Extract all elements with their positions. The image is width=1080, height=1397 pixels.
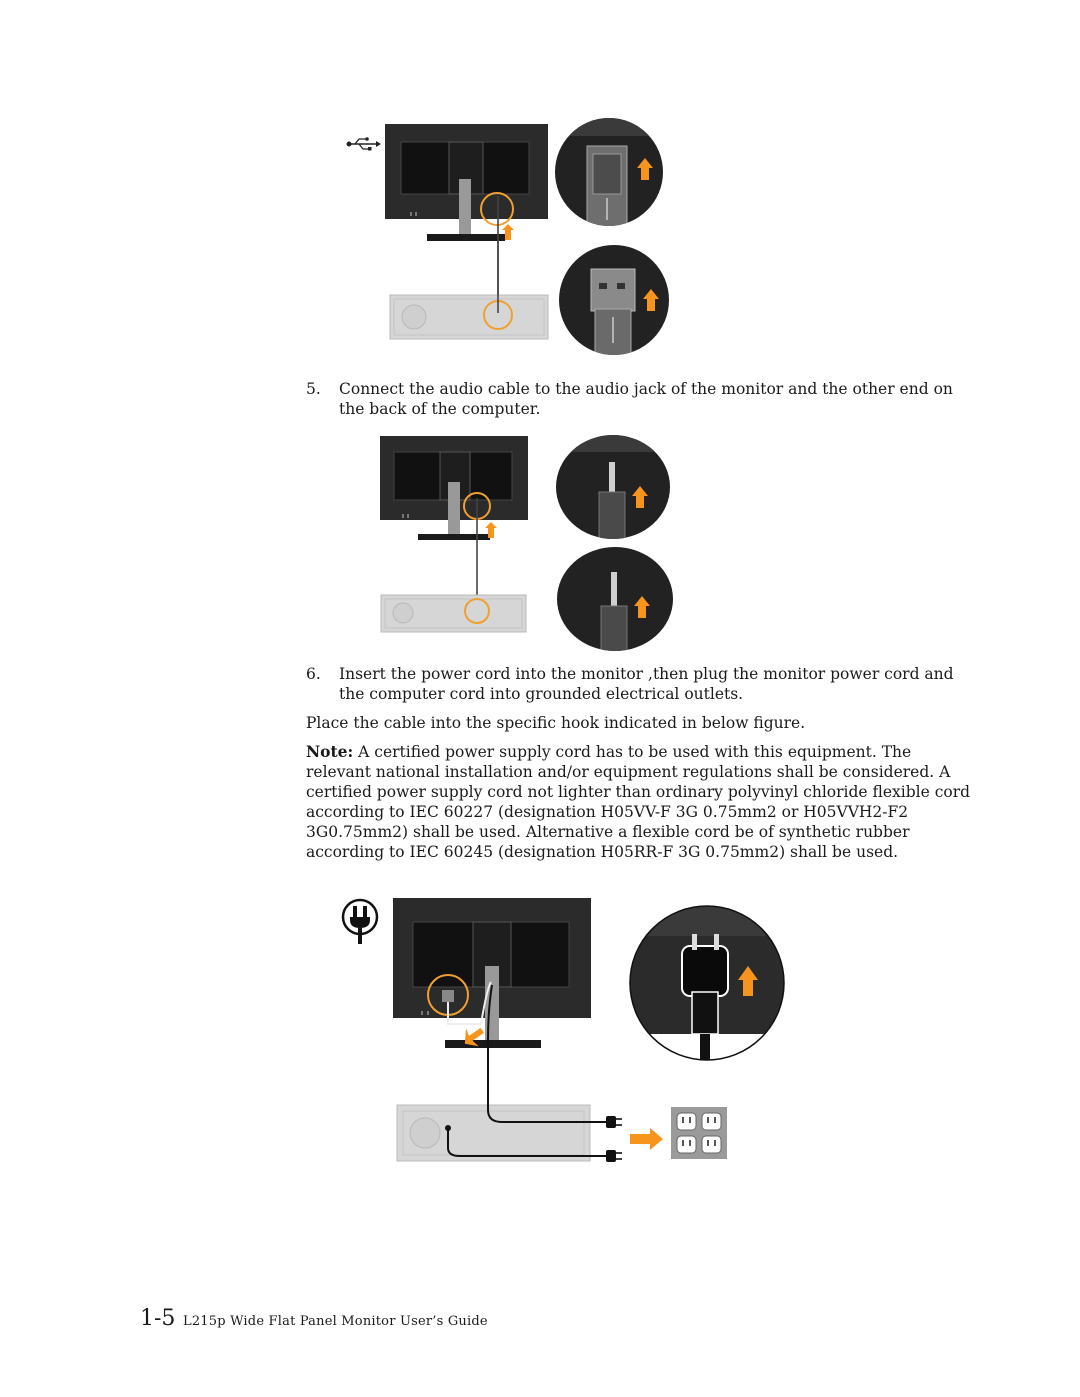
monitor-back-illustration bbox=[385, 124, 548, 334]
monitor-back-illustration bbox=[393, 898, 591, 1048]
note-paragraph: Note: A certified power supply cord has … bbox=[306, 742, 978, 862]
up-arrow-icon bbox=[637, 158, 653, 180]
computer-case-illustration bbox=[380, 594, 527, 633]
audio-jack-monitor-zoom bbox=[556, 435, 670, 539]
cable-hook-instruction: Place the cable into the specific hook i… bbox=[306, 714, 806, 732]
step-text: Connect the audio cable to the audio jac… bbox=[339, 380, 953, 418]
power-plug-icon bbox=[341, 898, 379, 944]
right-arrow-icon bbox=[630, 1128, 663, 1150]
power-cable-lines bbox=[445, 984, 622, 1162]
usb-icon bbox=[346, 137, 381, 151]
power-connector-zoom bbox=[629, 905, 785, 1061]
up-arrow-icon bbox=[632, 486, 648, 508]
up-arrow-icon bbox=[643, 289, 659, 311]
note-text: A certified power supply cord has to be … bbox=[306, 743, 971, 861]
page-number: 1-5 bbox=[140, 1306, 176, 1331]
wall-outlet-icon bbox=[671, 1107, 727, 1159]
document-title: L215p Wide Flat Panel Monitor User’s Gui… bbox=[183, 1314, 488, 1329]
step-5: 5. Connect the audio cable to the audio … bbox=[306, 379, 976, 423]
up-arrow-icon bbox=[738, 966, 758, 996]
step-6: 6. Insert the power cord into the monito… bbox=[306, 664, 976, 708]
monitor-back-illustration bbox=[380, 436, 528, 621]
note-label: Note: bbox=[306, 742, 354, 761]
up-arrow-icon bbox=[634, 596, 650, 618]
computer-case-illustration bbox=[389, 240, 549, 340]
step-number: 5. bbox=[306, 380, 321, 398]
usb-a-connector-zoom bbox=[559, 245, 669, 355]
computer-case-illustration bbox=[396, 1104, 591, 1162]
audio-jack-computer-zoom bbox=[557, 547, 673, 651]
step-text: Insert the power cord into the monitor ,… bbox=[339, 665, 954, 703]
step-number: 6. bbox=[306, 665, 321, 683]
usb-b-connector-zoom bbox=[555, 118, 663, 226]
